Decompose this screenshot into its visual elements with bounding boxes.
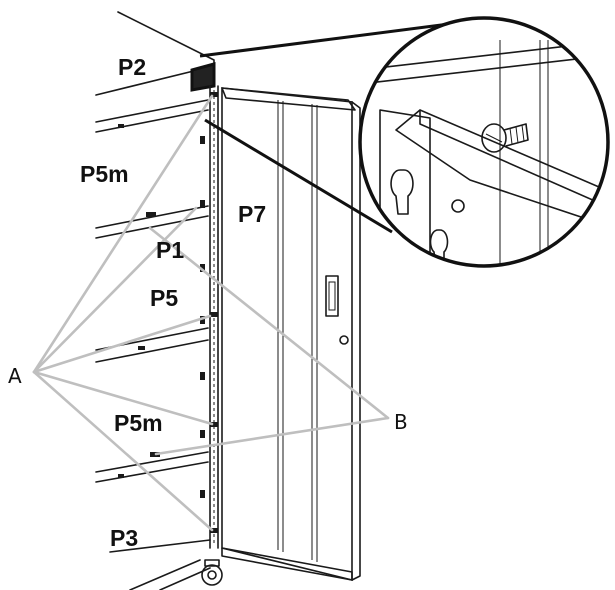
callout-label-b: B (394, 410, 408, 434)
door-handle-icon (325, 275, 339, 317)
callout-lines-a (32, 94, 214, 532)
screw-icon (481, 123, 529, 153)
cabinet-top (95, 11, 216, 96)
caster-wheel-icon (201, 559, 223, 586)
callout-lines-b (148, 226, 390, 456)
zoom-connector (199, 18, 481, 234)
door-panel (221, 87, 361, 582)
label-p5m-bottom: P5m (114, 410, 163, 436)
label-p3: P3 (110, 525, 138, 551)
callout-label-a: A (8, 364, 22, 388)
label-p2: P2 (118, 54, 146, 80)
label-p1: P1 (156, 237, 184, 263)
rack-frame (95, 85, 219, 590)
label-p5m-top: P5m (80, 161, 129, 187)
label-p7: P7 (238, 201, 266, 227)
door-lock-icon (339, 335, 349, 345)
hinge-pins (210, 92, 218, 533)
detail-magnifier (358, 16, 610, 268)
label-p5: P5 (150, 285, 178, 311)
